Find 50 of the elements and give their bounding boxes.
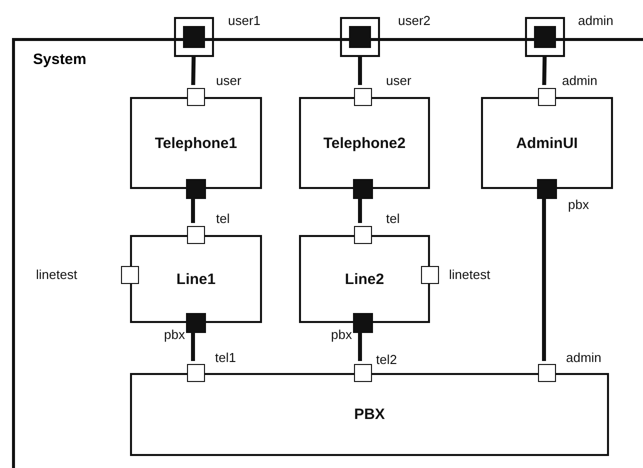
port-square bbox=[354, 364, 372, 382]
component-box: Telephone2 bbox=[299, 97, 430, 189]
port-label: tel2 bbox=[376, 352, 397, 367]
port-label: tel bbox=[216, 211, 230, 226]
port-label: pbx bbox=[568, 197, 589, 212]
port-square bbox=[354, 88, 372, 106]
connector-line bbox=[191, 56, 196, 86]
port-square bbox=[187, 88, 205, 106]
external-port bbox=[525, 17, 565, 57]
connector-line bbox=[358, 57, 362, 85]
port-label: linetest bbox=[449, 267, 490, 282]
component-box: Line2 bbox=[299, 235, 430, 323]
connector-line bbox=[191, 196, 195, 223]
port-square bbox=[354, 226, 372, 244]
port-label: pbx bbox=[164, 327, 185, 342]
external-port bbox=[340, 17, 380, 57]
boundary-title: System bbox=[33, 51, 86, 68]
connector-line bbox=[191, 330, 195, 361]
port-square bbox=[186, 179, 206, 199]
external-port bbox=[174, 17, 214, 57]
port-label: user1 bbox=[228, 13, 261, 28]
port-square bbox=[186, 313, 206, 333]
port-label: linetest bbox=[36, 267, 78, 282]
port-square bbox=[121, 266, 139, 284]
port-label: admin bbox=[562, 73, 598, 88]
port-label: user bbox=[386, 73, 412, 88]
port-label: admin bbox=[578, 13, 614, 28]
component-box: PBX bbox=[130, 373, 609, 456]
connector-line bbox=[358, 196, 362, 223]
connector-line bbox=[542, 196, 546, 361]
port-square bbox=[537, 179, 557, 199]
component-box: AdminUI bbox=[481, 97, 613, 189]
connector-line bbox=[542, 56, 547, 86]
port-label: tel bbox=[386, 211, 400, 226]
port-label: admin bbox=[566, 350, 602, 365]
port-label: user2 bbox=[398, 13, 431, 28]
connector-line bbox=[358, 330, 362, 361]
port-square bbox=[538, 88, 556, 106]
port-square bbox=[187, 226, 205, 244]
port-square bbox=[187, 364, 205, 382]
port-square bbox=[421, 266, 439, 284]
component-box: Line1 bbox=[130, 235, 262, 323]
port-label: user bbox=[216, 73, 242, 88]
port-square bbox=[353, 313, 373, 333]
port-label: tel1 bbox=[215, 350, 236, 365]
port-square bbox=[353, 179, 373, 199]
component-box: Telephone1 bbox=[130, 97, 262, 189]
system-boundary bbox=[12, 38, 643, 468]
port-square bbox=[538, 364, 556, 382]
port-label: pbx bbox=[331, 327, 352, 342]
